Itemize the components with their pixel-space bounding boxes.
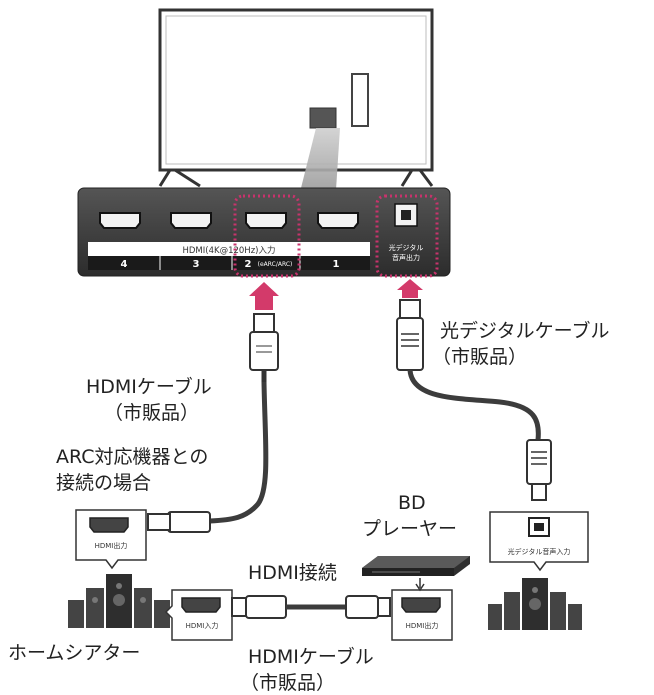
bd-player-label: プレーヤー bbox=[362, 518, 458, 540]
ht-top-tag-label: HDMI出力 bbox=[95, 541, 128, 550]
bd-label: BD bbox=[398, 492, 426, 514]
port-number-3: 3 bbox=[193, 259, 200, 270]
bd-hdmi-out-tag: HDMI出力 bbox=[391, 589, 453, 641]
hdmi-cable-bottom-sublabel: （市販品） bbox=[240, 672, 336, 694]
ht-top-hdmi-out-tag: HDMI出力 bbox=[75, 509, 147, 570]
optical-cable-sublabel: （市販品） bbox=[432, 346, 528, 368]
tv-rear-terminal bbox=[309, 107, 337, 129]
rear-panel: HDMI(4K@120Hz)入力 4 3 2 (eARC/ARC) 1 光デジタ… bbox=[77, 187, 451, 277]
hdmi-port-1 bbox=[317, 212, 359, 229]
hdmi-cable-top-label: HDMIケーブル bbox=[86, 376, 212, 398]
optical-arrow-icon bbox=[397, 279, 423, 298]
bd-tag-label: HDMI出力 bbox=[406, 621, 439, 630]
hdmi-cable-bd bbox=[231, 595, 391, 619]
home-theater-right bbox=[488, 578, 582, 630]
ht-right-tag-label: 光デジタル音声入力 bbox=[508, 547, 571, 556]
arc-note-line2: 接続の場合 bbox=[56, 472, 152, 494]
tv-screen bbox=[158, 8, 434, 172]
tv-illustration bbox=[158, 8, 434, 188]
port-number-4: 4 bbox=[121, 259, 128, 270]
port-number-1: 1 bbox=[333, 259, 340, 270]
hdmi-cable-arc bbox=[147, 313, 279, 533]
tv-stand-left bbox=[158, 168, 201, 188]
optical-port bbox=[394, 203, 418, 227]
optical-port-highlight bbox=[375, 194, 439, 278]
hdmi-port-2-highlight bbox=[233, 194, 301, 278]
hdmi-arrow-icon bbox=[249, 282, 279, 310]
hdmi-input-header: HDMI(4K@120Hz)入力 bbox=[183, 245, 276, 256]
port-number-2: 2 bbox=[245, 259, 252, 270]
hdmi-connection-label: HDMI接続 bbox=[248, 562, 337, 584]
ht-bottom-hdmi-in-tag: HDMI入力 bbox=[164, 589, 233, 641]
hdmi-port-3 bbox=[170, 212, 212, 229]
hdmi-cable-top-sublabel: （市販品） bbox=[104, 402, 200, 424]
arc-note-line1: ARC対応機器との bbox=[56, 446, 209, 468]
home-theater-label: ホームシアター bbox=[8, 642, 141, 664]
hdmi-cable-bottom-label: HDMIケーブル bbox=[248, 646, 374, 668]
zoom-funnel bbox=[300, 128, 340, 192]
hdmi-port-4 bbox=[99, 212, 141, 229]
tv-stand-right bbox=[400, 169, 434, 187]
optical-cable-label: 光デジタルケーブル bbox=[440, 320, 610, 342]
optical-port-label-2: 音声出力 bbox=[392, 253, 420, 262]
ht-bottom-tag-label: HDMI入力 bbox=[186, 621, 219, 630]
optical-cable bbox=[396, 299, 552, 501]
hdmi-port-2 bbox=[245, 212, 287, 229]
optical-port-label-1: 光デジタル bbox=[389, 243, 424, 252]
bd-player-illustration bbox=[362, 556, 470, 592]
port-2-sub-label: (eARC/ARC) bbox=[258, 261, 293, 268]
tv-side-terminal bbox=[351, 73, 369, 127]
ht-right-optical-in-tag: 光デジタル音声入力 bbox=[489, 511, 589, 572]
home-theater-left bbox=[68, 574, 170, 628]
